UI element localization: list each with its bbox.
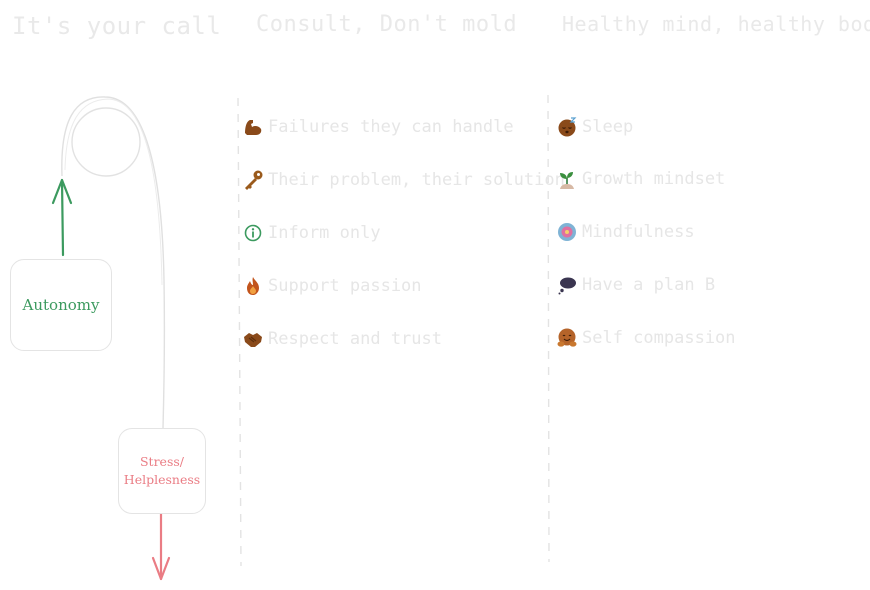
node-autonomy-label: Autonomy xyxy=(22,296,100,314)
list-item: Growth mindset xyxy=(556,168,725,190)
heading-healthy-mind: Healthy mind, healthy body xyxy=(562,12,870,36)
seedling-icon xyxy=(556,168,578,190)
heading-consult-dont-mold: Consult, Don't mold xyxy=(256,12,518,37)
fire-icon xyxy=(242,275,264,297)
thought-balloon-icon xyxy=(556,274,578,296)
list-item: Self compassion xyxy=(556,327,736,349)
node-autonomy[interactable]: Autonomy xyxy=(10,259,112,351)
list-item: Failures they can handle xyxy=(242,116,514,138)
list-item: Their problem, their solution xyxy=(242,169,565,191)
autonomy-arrow xyxy=(51,178,73,257)
sleeping-face-icon xyxy=(556,116,578,138)
list-item: Mindfulness xyxy=(556,221,695,243)
list-item: Have a plan B xyxy=(556,274,715,296)
info-icon xyxy=(242,222,264,244)
list-item: Inform only xyxy=(242,222,381,244)
node-stress-label: Stress/ Helplesness xyxy=(123,453,201,487)
flexed-biceps-icon xyxy=(242,116,264,138)
heading-its-your-call: It's your call xyxy=(12,12,222,40)
column-divider-1 xyxy=(237,97,242,567)
loop-circle xyxy=(71,107,141,177)
lotus-icon xyxy=(556,221,578,243)
stress-arrow xyxy=(151,512,171,581)
column-divider-2 xyxy=(547,94,550,563)
hugging-face-icon xyxy=(556,327,578,349)
key-icon xyxy=(242,169,264,191)
list-item: Respect and trust xyxy=(242,328,442,350)
list-item: Sleep xyxy=(556,116,633,138)
list-item: Support passion xyxy=(242,275,422,297)
handshake-icon xyxy=(242,328,264,350)
loop-connector xyxy=(61,96,166,429)
node-stress[interactable]: Stress/ Helplesness xyxy=(118,428,206,514)
